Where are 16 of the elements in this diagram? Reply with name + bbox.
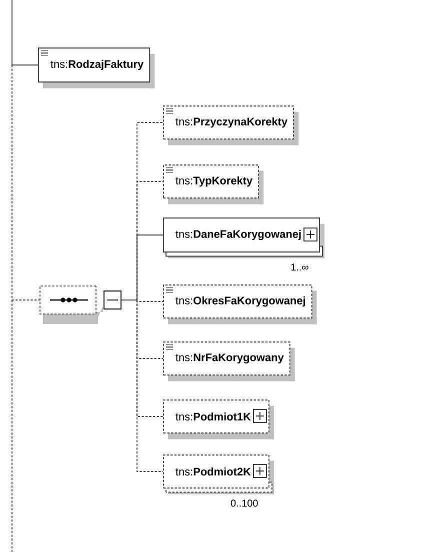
element-box: tns:OkresFaKorygowanej (163, 284, 317, 324)
connector-line (136, 300, 164, 472)
cardinality-label: 0..100 (230, 500, 258, 507)
element-box: tns:RodzajFaktury (38, 48, 155, 88)
connector-line (136, 300, 164, 302)
element-box: tns:DaneFaKorygowanej (163, 218, 324, 258)
element-box: tns:PrzyczynaKorekty (163, 106, 298, 146)
element-box: tns:TypKorekty (163, 164, 264, 204)
element-box: tns:Podmiot2K (163, 454, 274, 494)
element-box: tns:Podmiot1K (163, 400, 274, 440)
cardinality-label: 1..∞ (291, 264, 308, 270)
connector-line (12, 64, 40, 300)
sequence-compositor (40, 286, 103, 324)
connector-line (12, 0, 38, 66)
element-box: tns:NrFaKorygowany (163, 342, 295, 382)
connector-line (136, 234, 164, 300)
